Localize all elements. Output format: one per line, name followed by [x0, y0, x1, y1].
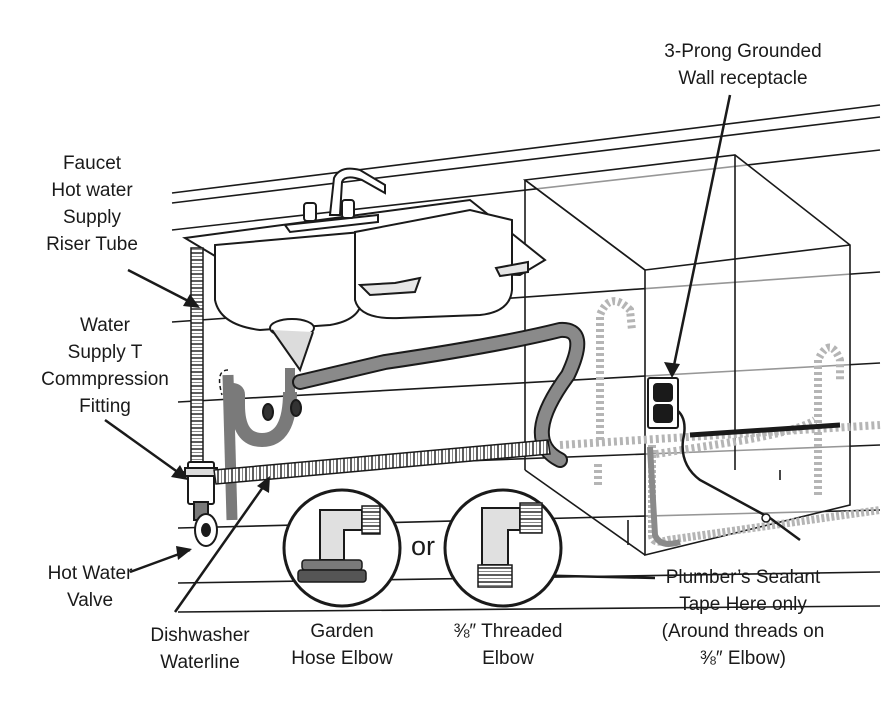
label-line: ⅜″ Elbow)	[700, 648, 786, 669]
drain-trap	[218, 318, 315, 521]
label-line: Fitting	[79, 396, 131, 417]
label-line: Commpression	[41, 369, 169, 390]
label-threaded-elbow: ⅜″ Threaded Elbow	[438, 618, 578, 672]
label-line: Plumber’s Sealant	[665, 567, 821, 588]
label-dishwasher-waterline: Dishwasher Waterline	[130, 622, 270, 676]
faucet	[283, 167, 386, 234]
arrowheads	[171, 294, 680, 583]
t-fitting	[184, 461, 218, 505]
dishwasher-cabinet	[522, 154, 851, 557]
label-line: Supply T	[67, 342, 143, 363]
label-line: Hot water	[51, 180, 133, 201]
label-line: Dishwasher	[150, 625, 250, 646]
wall-receptacle	[647, 377, 679, 429]
label-plumbers-sealant-tape: Plumber’s Sealant Tape Here only (Around…	[638, 564, 848, 672]
label-line: Garden	[310, 621, 374, 642]
label-line: Supply	[62, 207, 122, 228]
label-3-prong-receptacle: 3-Prong Grounded Wall receptacle	[638, 38, 848, 92]
label-line: (Around threads on	[661, 621, 825, 642]
garden-hose-elbow-inset	[282, 488, 402, 608]
label-line: Riser Tube	[46, 234, 138, 255]
sink	[182, 198, 547, 332]
label-or: or	[411, 531, 436, 561]
label-t-compression-fitting: Water Supply T Commpression Fitting	[20, 312, 190, 420]
riser-tube	[190, 247, 204, 471]
label-faucet-riser-tube: Faucet Hot water Supply Riser Tube	[22, 150, 162, 258]
hidden-hoses	[559, 297, 881, 495]
label-line: Water	[80, 315, 130, 336]
label-line: Valve	[66, 590, 114, 611]
label-line: Tape Here only	[679, 594, 807, 615]
label-line: Hose Elbow	[291, 648, 393, 669]
label-hot-water-valve: Hot Water Valve	[30, 560, 150, 614]
label-line: Wall receptacle	[678, 68, 808, 89]
label-line: Elbow	[482, 648, 534, 669]
label-line: ⅜″ Threaded	[453, 621, 563, 642]
label-line: Hot Water	[47, 563, 133, 584]
label-line: Faucet	[62, 153, 122, 174]
hot-water-valve	[193, 501, 218, 547]
threaded-elbow-inset	[443, 488, 563, 608]
label-line: Waterline	[160, 652, 240, 673]
label-garden-hose-elbow: Garden Hose Elbow	[272, 618, 412, 672]
dishwasher-waterline	[213, 439, 551, 485]
label-line: 3-Prong Grounded	[664, 41, 822, 62]
